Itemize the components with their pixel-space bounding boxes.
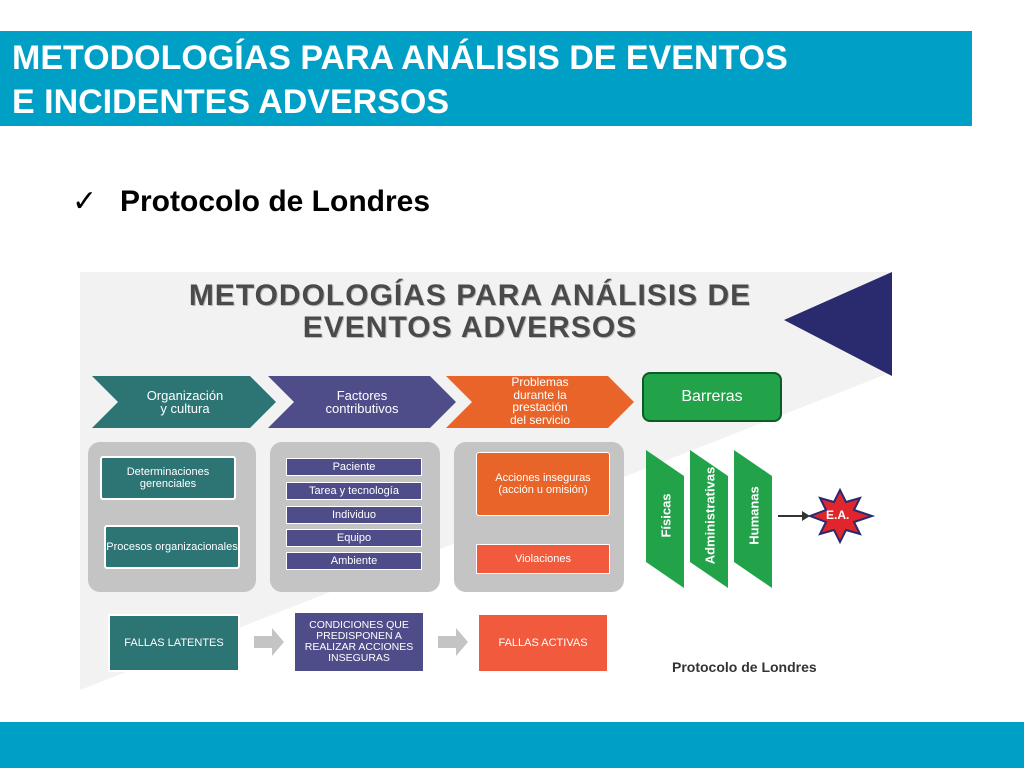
bottom-box-fallas-latentes: FALLAS LATENTES <box>108 614 240 672</box>
problem-box-violaciones: Violaciones <box>476 544 610 574</box>
bullet-label: Protocolo de Londres <box>120 185 431 218</box>
arrow-head-icon <box>802 511 810 521</box>
barrier-fisicas-shape <box>646 450 684 588</box>
chevron-factors-line-1: Factores <box>336 388 388 403</box>
barrier-humanas-label: Humanas <box>746 486 762 545</box>
diagram-caption: Protocolo de Londres <box>672 659 817 675</box>
chevron-problems-line-1: Problemas <box>511 375 569 389</box>
title-bar <box>0 31 972 126</box>
org-box-determinaciones: Determinaciones gerenciales <box>100 456 236 500</box>
diagram-title-line-1: METODOLOGÍAS PARA ANÁLISIS DE <box>188 279 752 312</box>
chevron-organization-line-2: y cultura <box>160 401 210 416</box>
chevron-problems <box>446 376 634 428</box>
check-icon: ✓ <box>72 185 98 218</box>
factor-box-equipo: Equipo <box>286 529 422 547</box>
diagram-title: METODOLOGÍAS PARA ANÁLISIS DE EVENTOS AD… <box>120 280 820 344</box>
navy-triangle <box>784 272 892 376</box>
factor-box-individuo: Individuo <box>286 506 422 524</box>
slide-title: METODOLOGÍAS PARA ANÁLISIS DE EVENTOS E … <box>12 36 962 124</box>
slide-title-line-2: E INCIDENTES ADVERSOS <box>12 83 450 121</box>
flow-arrow-2-icon <box>438 628 468 656</box>
barrier-fisicas-label: Físicas <box>658 493 674 538</box>
chevron-problems-line-3: prestación <box>512 400 568 414</box>
barrier-administrativas-label: Administrativas <box>702 466 718 565</box>
chevron-problems-line-4: del servicio <box>509 412 571 427</box>
bullet-item: ✓ Protocolo de Londres <box>72 184 430 219</box>
bottom-box-fallas-activas: FALLAS ACTIVAS <box>478 614 608 672</box>
chevron-problems-line-2: durante la <box>513 387 567 402</box>
chevron-factors-line-2: contributivos <box>325 401 399 416</box>
factor-box-ambiente: Ambiente <box>286 552 422 570</box>
org-box-procesos: Procesos organizacionales <box>104 525 240 569</box>
chevron-problems-label: Problemas durante la prestación del serv… <box>472 376 608 426</box>
diagram-title-line-2: EVENTOS ADVERSOS <box>302 311 638 344</box>
barrier-humanas-shape <box>734 450 772 588</box>
chevron-factors-label: Factores contributivos <box>294 389 430 415</box>
event-star-icon <box>807 487 876 545</box>
protocol-diagram: METODOLOGÍAS PARA ANÁLISIS DE EVENTOS AD… <box>80 272 892 690</box>
event-label: E.A. <box>826 508 850 522</box>
factor-box-tarea: Tarea y tecnología <box>286 482 422 500</box>
slide-title-line-1: METODOLOGÍAS PARA ANÁLISIS DE EVENTOS <box>12 39 788 77</box>
chevron-factors <box>268 376 456 428</box>
flow-arrow-1-icon <box>254 628 284 656</box>
problem-box-acciones: Acciones inseguras (acción u omisión) <box>476 452 610 516</box>
barreras-box: Barreras <box>642 372 782 422</box>
factor-box-paciente: Paciente <box>286 458 422 476</box>
chevron-organization <box>92 376 276 428</box>
chevron-organization-line-1: Organización <box>146 388 224 403</box>
barrier-administrativas-shape <box>690 450 728 588</box>
bottom-box-condiciones: CONDICIONES QUE PREDISPONEN A REALIZAR A… <box>294 612 424 672</box>
chevron-organization-label: Organización y cultura <box>120 389 250 415</box>
footer-bar <box>0 722 1024 768</box>
